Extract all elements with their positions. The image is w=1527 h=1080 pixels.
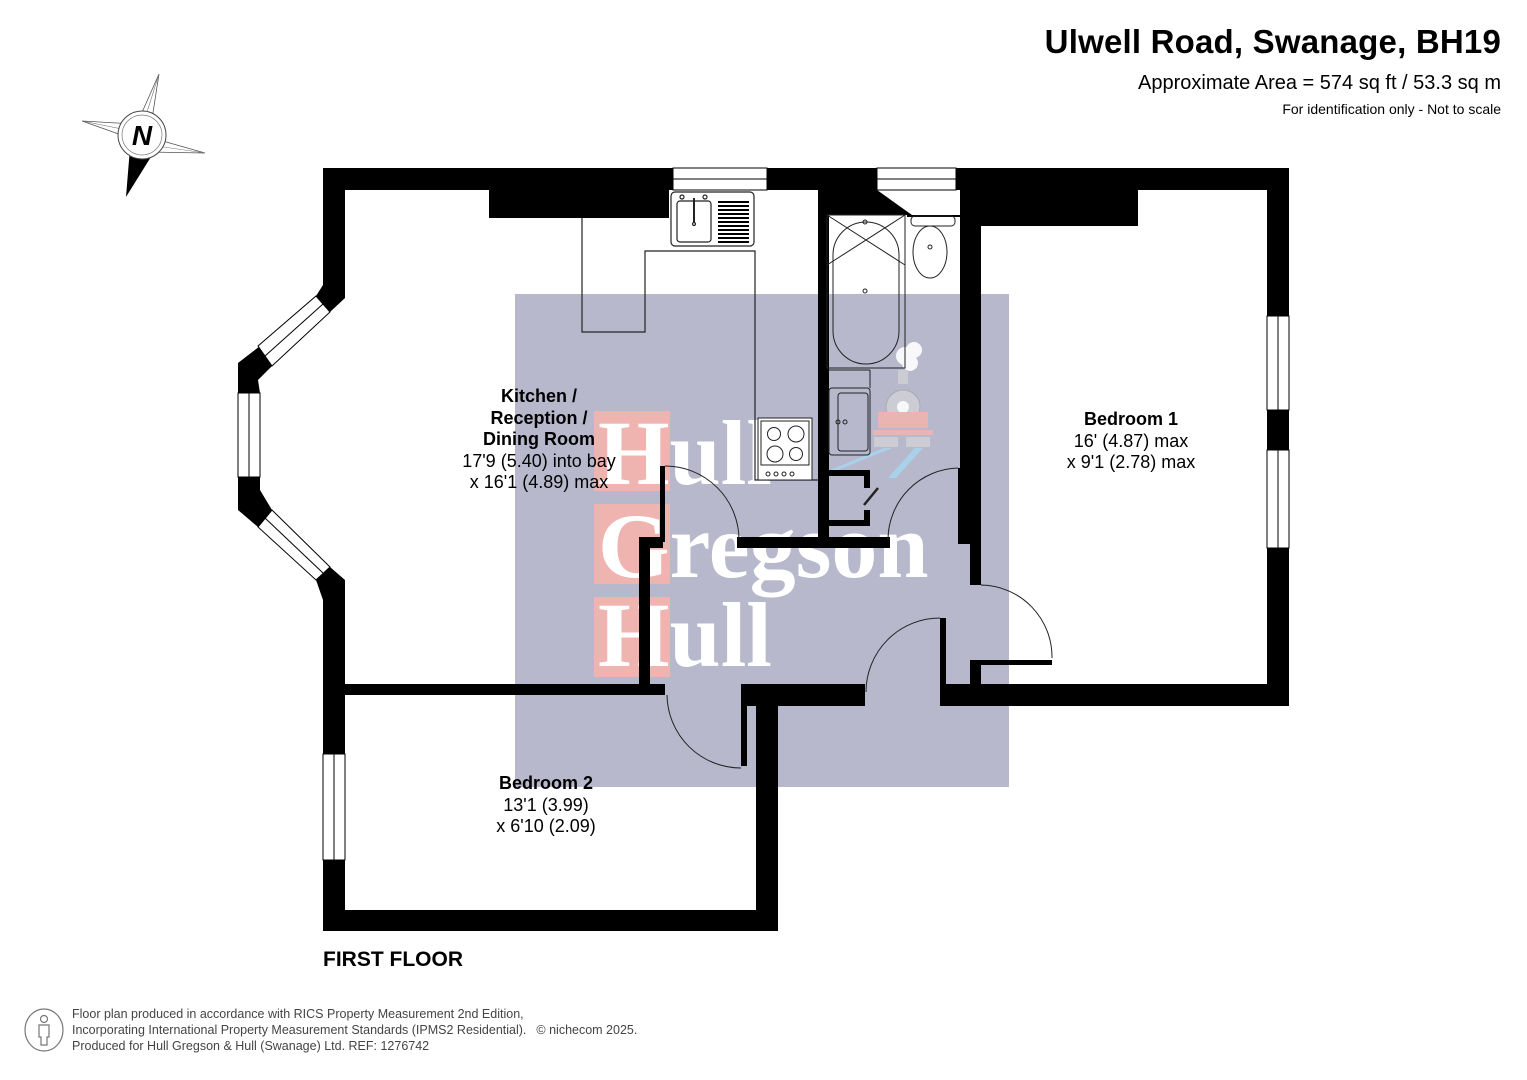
room-dimension: x 9'1 (2.78) max [1066, 452, 1196, 472]
room-kitchen-reception-dining: Kitchen / Reception / Dining Room 17'9 (… [462, 386, 616, 494]
watermark-line-1: Hull [598, 402, 772, 504]
room-dimension: x 6'10 (2.09) [496, 816, 596, 836]
bathroom-fixtures [826, 214, 968, 506]
person-icon [24, 1008, 64, 1052]
footer-line-3: Produced for Hull Gregson & Hull (Swanag… [72, 1039, 430, 1053]
footer-line-1: Floor plan produced in accordance with R… [72, 1007, 524, 1021]
room-name: Dining Room [483, 429, 595, 449]
kitchen-fixtures [581, 191, 818, 481]
scale-disclaimer: For identification only - Not to scale [1282, 101, 1501, 117]
header: Ulwell Road, Swanage, BH19 Approximate A… [1045, 22, 1501, 118]
room-dimension: 17'9 (5.40) into bay [462, 450, 616, 471]
bath-icon [826, 214, 906, 369]
room-name: Kitchen / [500, 386, 578, 406]
floor-label: FIRST FLOOR [323, 948, 463, 971]
walls [238, 168, 1289, 931]
train-logo-icon [830, 342, 933, 478]
basin-icon [828, 387, 871, 456]
windows [237, 167, 1290, 861]
drainer-icon [718, 201, 749, 243]
watermark-line-3: Hull [598, 584, 772, 686]
room-bedroom-2: Bedroom 2 13'1 (3.99) x 6'10 (2.09) [496, 773, 596, 838]
north-compass-icon: N [81, 73, 206, 197]
toilet-icon [910, 215, 956, 227]
compass-n-label: N [132, 120, 153, 151]
copyright: © nichecom 2025. [536, 1023, 638, 1037]
room-name: Bedroom 1 [1083, 409, 1179, 429]
approximate-area: Approximate Area = 574 sq ft / 53.3 sq m [1138, 72, 1501, 94]
room-bedroom-1: Bedroom 1 16' (4.87) max x 9'1 (2.78) ma… [1067, 409, 1196, 474]
room-dimension: x 16'1 (4.89) max [469, 472, 609, 492]
footer: Floor plan produced in accordance with R… [24, 1006, 637, 1054]
footer-line-2: Incorporating International Property Mea… [72, 1023, 527, 1037]
doors [664, 465, 1053, 769]
property-title: Ulwell Road, Swanage, BH19 [1044, 23, 1501, 60]
room-dimension: 13'1 (3.99) [503, 794, 589, 815]
kitchen-sink-icon [670, 191, 755, 247]
room-dimension: 16' (4.87) max [1073, 430, 1189, 451]
room-name: Bedroom 2 [498, 773, 594, 793]
room-name: Reception / [490, 407, 588, 428]
hob-icon [757, 417, 813, 481]
